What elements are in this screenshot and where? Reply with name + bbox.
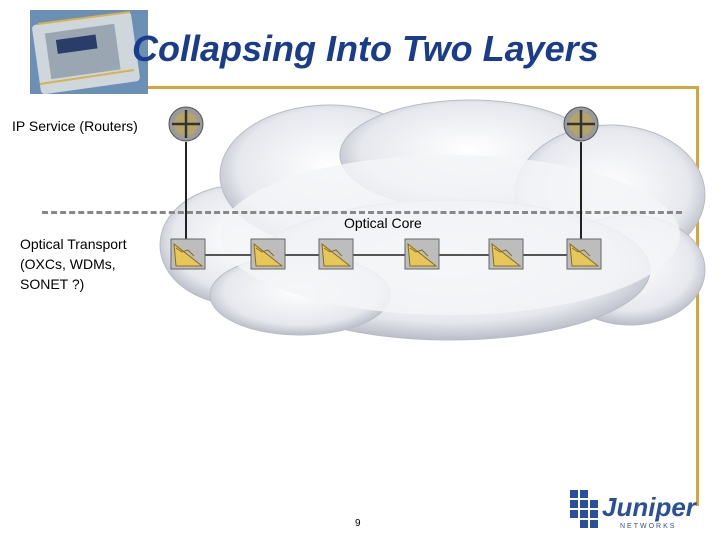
optical-transport-label: Optical Transport (OXCs, WDMs, SONET ?) [20, 234, 160, 294]
oxc-icon [566, 238, 602, 270]
juniper-logo-sub: NETWORKS [620, 523, 676, 530]
page-number: 9 [355, 518, 361, 529]
ip-service-label: IP Service (Routers) [12, 116, 138, 136]
router-link-left [185, 142, 187, 242]
optical-transport-line-3: SONET ?) [20, 274, 160, 294]
oxc-icon [170, 238, 206, 270]
optical-transport-line-2: (OXCs, WDMs, [20, 254, 160, 274]
juniper-logo-brand: Juniper [602, 492, 698, 522]
slide-title: Collapsing Into Two Layers [132, 28, 632, 70]
frame-top-line [130, 86, 698, 89]
oxc-icon [488, 238, 524, 270]
oxc-icon [250, 238, 286, 270]
router-icon [168, 106, 204, 142]
oxc-icon [318, 238, 354, 270]
optical-transport-line-1: Optical Transport [20, 234, 160, 254]
router-icon [563, 106, 599, 142]
optical-core-label: Optical Core [344, 213, 422, 233]
juniper-chip-image [30, 10, 148, 94]
juniper-logo: Juniper NETWORKS [568, 486, 716, 532]
router-link-right [580, 142, 582, 242]
network-cloud [150, 95, 710, 345]
oxc-icon [404, 238, 440, 270]
